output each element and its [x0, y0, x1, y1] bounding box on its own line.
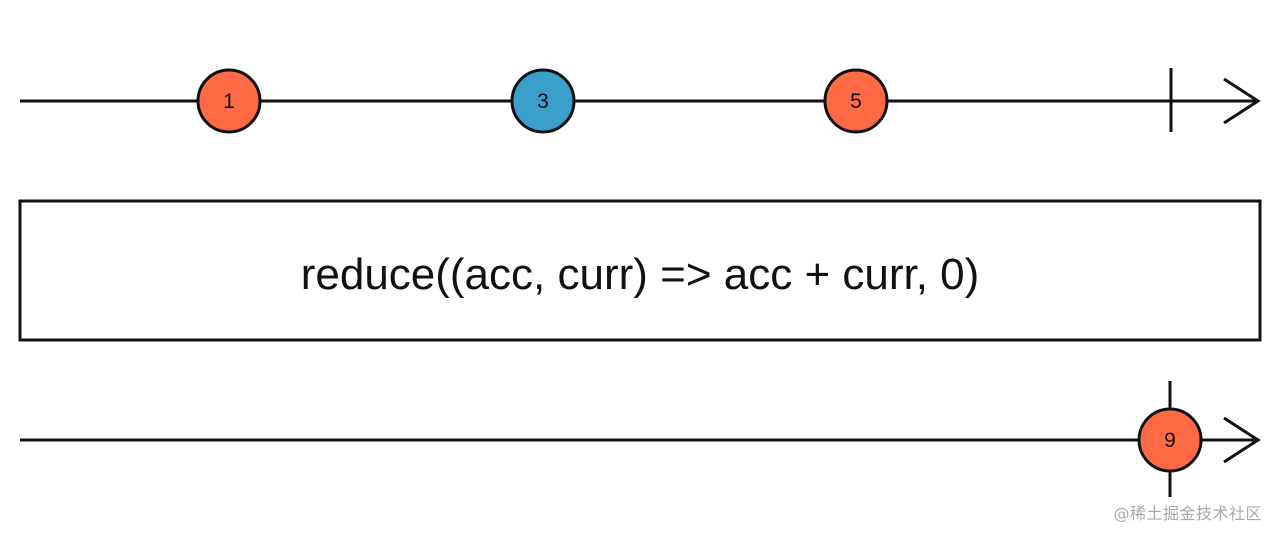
source-stream: 1 3 5 [20, 68, 1261, 134]
operator-expression: reduce((acc, curr) => acc + curr, 0) [301, 250, 980, 299]
source-marble-1-label: 1 [223, 90, 235, 113]
operator-box-frame [18, 199, 1262, 342]
source-marble-2-label: 3 [537, 90, 549, 113]
watermark: @稀土掘金技术社区 [1113, 504, 1262, 523]
source-marble-2-circle [510, 68, 576, 134]
result-marble-1-circle [1137, 407, 1203, 473]
result-marble-1: 9 [1137, 407, 1203, 473]
result-marble-1-label: 9 [1164, 429, 1176, 452]
source-marble-3-circle [823, 68, 889, 134]
source-marble-2: 3 [510, 68, 576, 134]
source-marble-3: 5 [823, 68, 889, 134]
source-marble-1: 1 [196, 68, 262, 134]
result-stream: 9 [20, 381, 1261, 497]
result-arrowhead-icon [1223, 416, 1261, 464]
source-marble-3-label: 5 [850, 90, 862, 113]
operator-box: reduce((acc, curr) => acc + curr, 0) [18, 199, 1262, 342]
source-arrowhead-icon [1223, 77, 1261, 125]
source-marble-1-circle [196, 68, 262, 134]
